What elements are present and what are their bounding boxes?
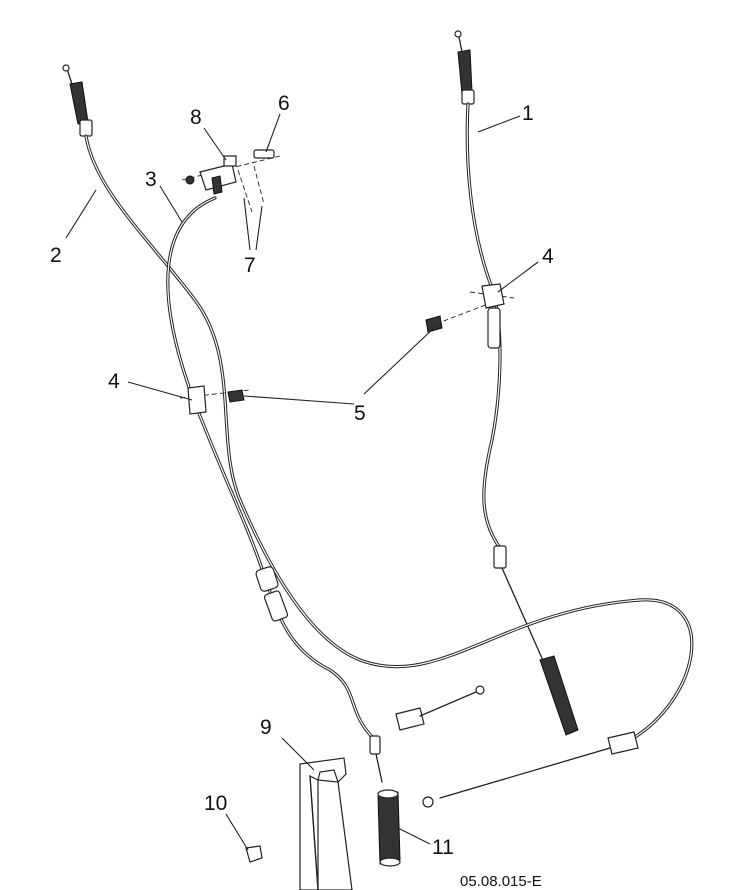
callout-2: 2 [50, 244, 62, 267]
callout-4-upper: 4 [542, 245, 554, 268]
callout-5: 5 [354, 402, 366, 425]
callout-8: 8 [190, 106, 202, 129]
callout-1: 1 [522, 102, 534, 125]
drawing-code: 05.08.015-E [460, 873, 542, 890]
clip-10 [245, 845, 263, 863]
callout-3: 3 [145, 168, 157, 191]
cable-1-top-spring [457, 49, 473, 95]
clip-4-upper [469, 283, 515, 309]
cable-1 [454, 30, 579, 736]
screw-5-lower [227, 389, 245, 403]
callout-4-lower: 4 [108, 370, 120, 393]
lever-bracket-assembly [181, 149, 281, 213]
nut-8 [223, 155, 237, 167]
screw-5-upper [425, 303, 489, 333]
callout-6: 6 [278, 92, 290, 115]
callout-11: 11 [432, 836, 454, 859]
callout-7: 7 [244, 254, 256, 277]
cable-1-bottom-spring [539, 655, 579, 736]
callout-9: 9 [260, 716, 272, 739]
cable-3 [166, 196, 485, 783]
handle-tube-9 [299, 757, 353, 890]
callout-10: 10 [204, 792, 227, 815]
cable-2 [62, 64, 694, 808]
bolt-6 [253, 149, 275, 159]
spring-11 [377, 789, 401, 867]
leader-lines [65, 113, 539, 851]
